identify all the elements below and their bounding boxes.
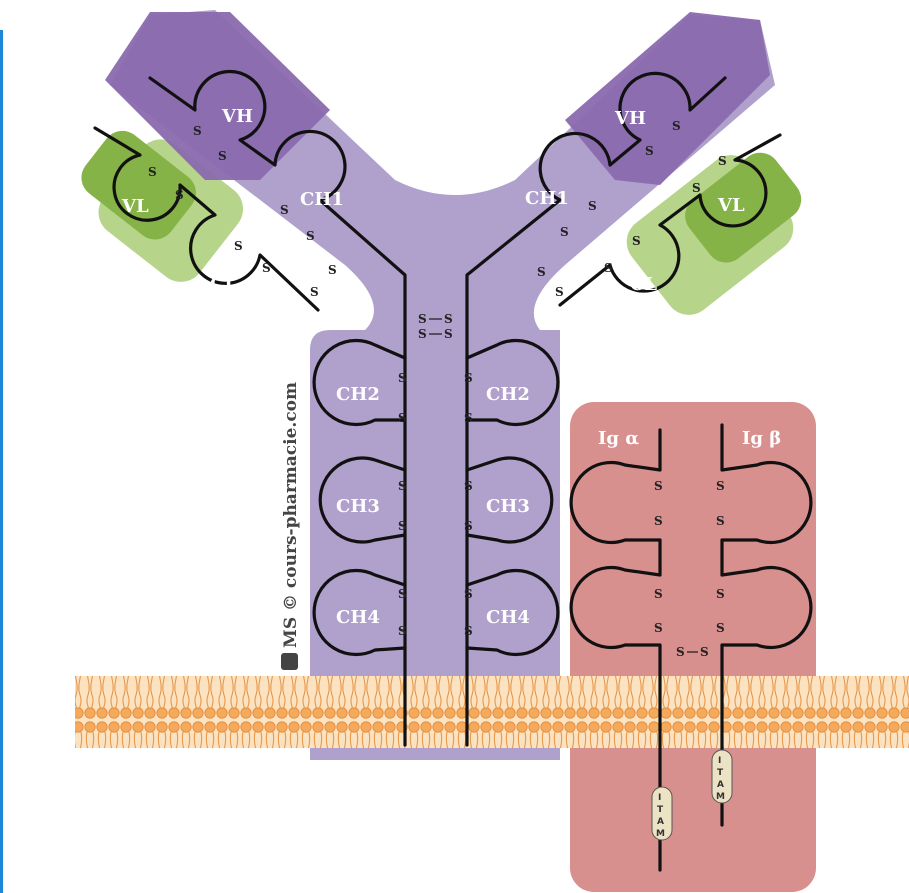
svg-text:S: S (654, 621, 663, 635)
cl-right-label: CL (630, 274, 657, 295)
vh-right-label: VH (614, 108, 646, 129)
ig-beta-label: Ig β (742, 428, 781, 449)
svg-text:S: S (418, 327, 427, 341)
svg-text:MS © cours-pharmacie.com: MS © cours-pharmacie.com (281, 382, 301, 648)
svg-text:S: S (560, 225, 569, 239)
svg-text:T: T (657, 805, 664, 815)
svg-text:T: T (717, 768, 724, 778)
svg-text:A: A (717, 780, 724, 790)
svg-text:S: S (398, 519, 407, 533)
svg-text:S: S (716, 587, 725, 601)
svg-text:S: S (280, 203, 289, 217)
svg-text:S: S (464, 519, 473, 533)
svg-text:M: M (656, 829, 665, 839)
svg-text:S: S (718, 154, 727, 168)
svg-text:S: S (464, 587, 473, 601)
watermark: MS © cours-pharmacie.com (281, 382, 301, 670)
svg-text:S: S (306, 229, 315, 243)
svg-text:S: S (464, 624, 473, 638)
svg-text:S: S (555, 285, 564, 299)
itam-beta: I T A M (712, 750, 732, 803)
svg-text:S: S (218, 149, 227, 163)
svg-text:S: S (604, 261, 613, 275)
svg-text:S: S (175, 188, 184, 202)
svg-text:S: S (632, 234, 641, 248)
svg-text:M: M (716, 792, 725, 802)
svg-text:S: S (464, 371, 473, 385)
svg-text:S: S (654, 514, 663, 528)
svg-text:S: S (398, 624, 407, 638)
svg-text:S: S (310, 285, 319, 299)
svg-text:S: S (654, 587, 663, 601)
vh-left-label: VH (221, 106, 253, 127)
ch4-right-label: CH4 (486, 607, 530, 628)
svg-text:S: S (588, 199, 597, 213)
svg-text:S: S (398, 371, 407, 385)
svg-text:S: S (654, 479, 663, 493)
svg-text:S: S (328, 263, 337, 277)
svg-text:S: S (692, 181, 701, 195)
svg-text:S: S (716, 621, 725, 635)
ch3-left-label: CH3 (336, 496, 380, 517)
svg-text:S: S (398, 411, 407, 425)
svg-text:A: A (657, 817, 664, 827)
svg-text:I: I (718, 756, 721, 766)
svg-text:S: S (398, 587, 407, 601)
ch3-right-label: CH3 (486, 496, 530, 517)
svg-text:S: S (398, 479, 407, 493)
vl-left-label: VL (121, 196, 149, 217)
ch1-left-label: CH1 (300, 189, 344, 210)
svg-text:S: S (444, 327, 453, 341)
ig-alpha-label: Ig α (598, 428, 639, 449)
svg-text:S: S (645, 144, 654, 158)
svg-text:S: S (716, 514, 725, 528)
cl-left-label: CL (210, 274, 237, 295)
interchain-left-disulfide: S S (310, 263, 337, 299)
cell-membrane (75, 676, 909, 748)
svg-text:S: S (193, 124, 202, 138)
svg-text:S: S (148, 165, 157, 179)
svg-text:S: S (418, 312, 427, 326)
svg-text:S: S (537, 265, 546, 279)
vl-right-label: VL (717, 195, 745, 216)
itam-alpha: I T A M (652, 787, 672, 840)
svg-text:S: S (464, 411, 473, 425)
svg-text:S: S (234, 239, 243, 253)
svg-text:S: S (716, 479, 725, 493)
ch4-left-label: CH4 (336, 607, 380, 628)
svg-text:S: S (464, 479, 473, 493)
ch2-right-label: CH2 (486, 384, 530, 405)
svg-text:I: I (658, 793, 661, 803)
svg-text:S: S (676, 645, 685, 659)
svg-text:S: S (444, 312, 453, 326)
ch2-left-label: CH2 (336, 384, 380, 405)
ch1-right-label: CH1 (525, 188, 569, 209)
svg-text:S: S (262, 261, 271, 275)
svg-text:S: S (672, 119, 681, 133)
svg-text:S: S (700, 645, 709, 659)
